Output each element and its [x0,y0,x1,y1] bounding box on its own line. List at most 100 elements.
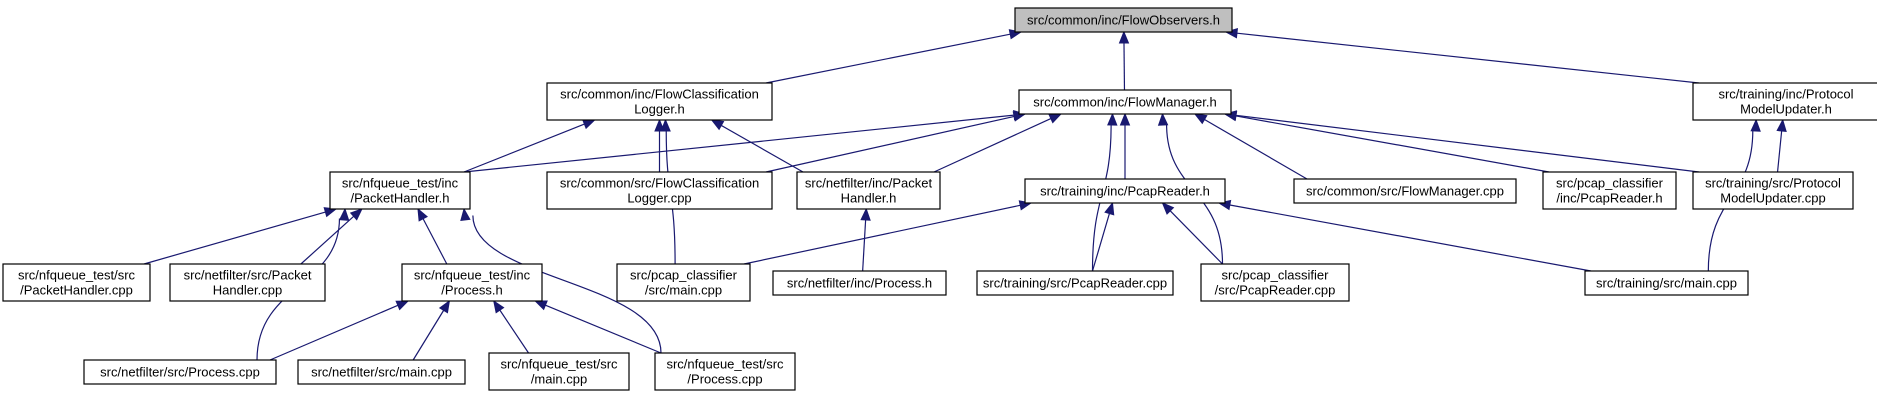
edge-line [765,115,1015,173]
node-netfilter-process-cpp[interactable]: src/netfilter/src/Process.cpp [83,359,277,385]
node-netfilter-process-h[interactable]: src/netfilter/inc/Process.h [772,270,947,296]
edge-line [1776,130,1783,173]
node-pcap-classifier-pcap-reader-cpp-label: /src/PcapReader.cpp [1215,283,1336,298]
node-protocol-model-updater-h-label: ModelUpdater.h [1740,102,1832,117]
edge-arrowhead [1119,112,1131,126]
node-training-pcap-reader-h[interactable]: src/training/inc/PcapReader.h [1024,178,1226,204]
node-training-main-cpp-label: src/training/src/main.cpp [1596,276,1737,291]
edge-nfq_proc_h-to-nfq_ph_h [417,207,448,265]
node-pcap-classifier-main-cpp-box [616,263,751,302]
node-netfilter-main-cpp[interactable]: src/netfilter/src/main.cpp [297,359,466,385]
node-nfqueue-process-h-label: /Process.h [441,283,502,298]
node-protocol-model-updater-cpp-label: ModelUpdater.cpp [1720,191,1826,206]
edge-tr_pr_cpp-to-pcapreader_h [1091,201,1115,272]
node-nfqueue-main-cpp[interactable]: src/nfqueue_test/src/main.cpp [488,352,630,391]
node-netfilter-main-cpp-box [297,359,466,385]
node-protocol-model-updater-cpp-box [1692,171,1854,210]
node-flow-observers-h-box [1014,7,1233,33]
node-pcap-classifier-pcap-reader-h[interactable]: src/pcap_classifier/inc/PcapReader.h [1542,171,1677,210]
edge-arrowhead [582,119,596,130]
edge-nf_proc_h-to-nf_ph_h [860,207,871,272]
node-training-main-cpp-box [1584,270,1749,296]
edge-arrowhead [493,299,505,314]
node-training-pcap-reader-h-box [1024,178,1226,204]
edge-arrowhead [534,300,548,311]
edge-arrowhead [1161,202,1175,215]
edge-nf_proc_cpp-to-nfq_proc_h [269,300,410,361]
node-pcap-classifier-pcap-reader-cpp[interactable]: src/pcap_classifier/src/PcapReader.cpp [1200,263,1350,302]
node-protocol-model-updater-cpp[interactable]: src/training/src/ProtocolModelUpdater.cp… [1692,171,1854,210]
node-nfqueue-packet-handler-cpp-box [2,263,151,302]
node-flow-observers-h-label: src/common/inc/FlowObservers.h [1027,13,1220,28]
edge-arrowhead [1104,201,1115,216]
node-flow-manager-h-label: src/common/inc/FlowManager.h [1033,95,1217,110]
edge-line [472,215,662,354]
edge-line [422,218,448,265]
node-flow-classification-logger-h-label: src/common/inc/FlowClassification [560,87,759,102]
edge-arrowhead [1750,118,1761,132]
node-flow-manager-h[interactable]: src/common/inc/FlowManager.h [1018,89,1232,115]
node-training-pcap-reader-cpp[interactable]: src/training/src/PcapReader.cpp [976,270,1174,296]
edge-nf_main-to-nfq_proc_h [412,299,451,361]
node-protocol-model-updater-h-label: src/training/inc/Protocol [1718,87,1853,102]
node-protocol-model-updater-cpp-label: src/training/src/Protocol [1705,176,1841,191]
node-pcap-classifier-main-cpp[interactable]: src/pcap_classifier/src/main.cpp [616,263,751,302]
node-nfqueue-process-cpp-label: /Process.cpp [687,372,762,387]
edge-nf_ph_cpp-to-nfq_ph_h [300,208,363,265]
node-nfqueue-packet-handler-cpp[interactable]: src/nfqueue_test/src/PacketHandler.cpp [2,263,151,302]
node-training-main-cpp[interactable]: src/training/src/main.cpp [1584,270,1749,296]
node-nfqueue-main-cpp-box [488,352,630,391]
edge-line [412,310,445,361]
node-nfqueue-packet-handler-h[interactable]: src/nfqueue_test/inc/PacketHandler.h [329,171,471,210]
edge-line [463,114,1015,173]
edge-line [933,118,1052,173]
edge-arrowhead [460,207,471,222]
edge-line [1236,32,1700,84]
node-flow-classification-logger-cpp-label: src/common/src/FlowClassification [560,176,759,191]
node-flow-classification-logger-h[interactable]: src/common/inc/FlowClassificationLogger.… [546,82,773,121]
edge-line [1235,115,1550,173]
node-pcap-classifier-pcap-reader-h-label: src/pcap_classifier [1556,176,1664,191]
node-protocol-model-updater-h-box [1692,82,1877,121]
node-flow-manager-cpp-label: src/common/src/FlowManager.cpp [1306,184,1504,199]
node-nfqueue-process-h[interactable]: src/nfqueue_test/inc/Process.h [401,263,543,302]
edge-tr_main-to-pcapreader_h [1217,199,1592,272]
edge-nf_ph_h-to-fcl_h [710,119,804,173]
node-netfilter-packet-handler-h[interactable]: src/netfilter/inc/PacketHandler.h [796,171,941,210]
node-netfilter-packet-handler-h-label: src/netfilter/inc/Packet [805,176,933,191]
node-netfilter-packet-handler-cpp[interactable]: src/netfilter/src/PacketHandler.cpp [169,263,326,302]
node-nfqueue-packet-handler-h-label: src/nfqueue_test/inc [342,176,459,191]
node-netfilter-packet-handler-cpp-box [169,263,326,302]
node-nfqueue-packet-handler-cpp-label: /PacketHandler.cpp [20,283,133,298]
node-pcap-classifier-pcap-reader-h-box [1542,171,1677,210]
edge-line [1091,213,1110,272]
node-netfilter-main-cpp-label: src/netfilter/src/main.cpp [311,365,452,380]
edge-line [269,304,399,361]
edge-pcc_pr_cpp-to-pcapreader_h [1161,202,1223,265]
node-flow-manager-cpp[interactable]: src/common/src/FlowManager.cpp [1293,178,1517,204]
node-pcap-classifier-pcap-reader-cpp-label: src/pcap_classifier [1222,268,1330,283]
edge-pmu_cpp-to-flowmanager_h [1223,110,1700,173]
edge-line [1169,210,1223,265]
node-netfilter-packet-handler-cpp-label: Handler.cpp [213,283,282,298]
node-flow-classification-logger-cpp-label: Logger.cpp [627,191,691,206]
node-nfqueue-process-cpp[interactable]: src/nfqueue_test/src/Process.cpp [654,352,796,391]
edge-arrowhead [1193,113,1208,125]
node-flow-observers-h[interactable]: src/common/inc/FlowObservers.h [1014,7,1233,33]
edge-pcc_pr_h-to-flowmanager_h [1223,110,1550,173]
edge-arrowhead [1157,112,1169,126]
edge-nf_ph_h-to-flowmanager_h [933,113,1063,173]
edge-line [143,211,326,265]
node-flow-classification-logger-cpp[interactable]: src/common/src/FlowClassificationLogger.… [546,171,773,210]
node-flow-manager-h-box [1018,89,1232,115]
node-flow-classification-logger-cpp-box [546,171,773,210]
edge-arrowhead [395,300,410,311]
node-netfilter-process-cpp-box [83,359,277,385]
edge-arrowhead [1118,30,1130,44]
node-pcap-classifier-main-cpp-label: /src/main.cpp [645,283,722,298]
edge-nfq_ph_cpp-to-nfq_ph_h [143,207,338,265]
node-pcap-classifier-main-cpp-label: src/pcap_classifier [630,268,738,283]
node-pcap-classifier-pcap-reader-h-label: /inc/PcapReader.h [1556,191,1662,206]
